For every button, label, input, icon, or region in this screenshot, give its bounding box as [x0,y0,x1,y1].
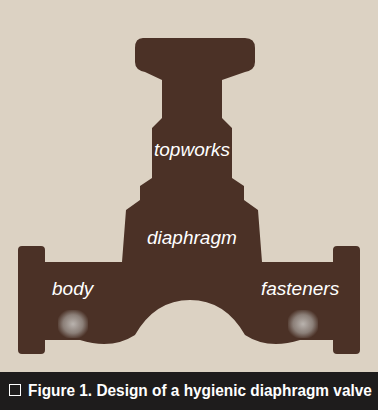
fastener-left [58,310,88,338]
diaphragm-label: diaphragm [147,227,237,249]
label-holder: diaphragm [147,227,237,249]
body-label: body [52,278,93,300]
valve-silhouette [18,38,360,354]
topworks-label: topworks [154,139,230,161]
figure-caption: Figure 1. Design of a hygienic diaphragm… [28,381,372,400]
label-holder: fasteners [261,278,339,300]
caption-square [9,384,21,396]
fastener-right [288,310,318,338]
caption-holder: Figure 1. Design of a hygienic diaphragm… [28,381,378,400]
label-holder: topworks [154,139,230,161]
fasteners-label: fasteners [261,278,339,300]
label-holder: body [52,278,93,300]
